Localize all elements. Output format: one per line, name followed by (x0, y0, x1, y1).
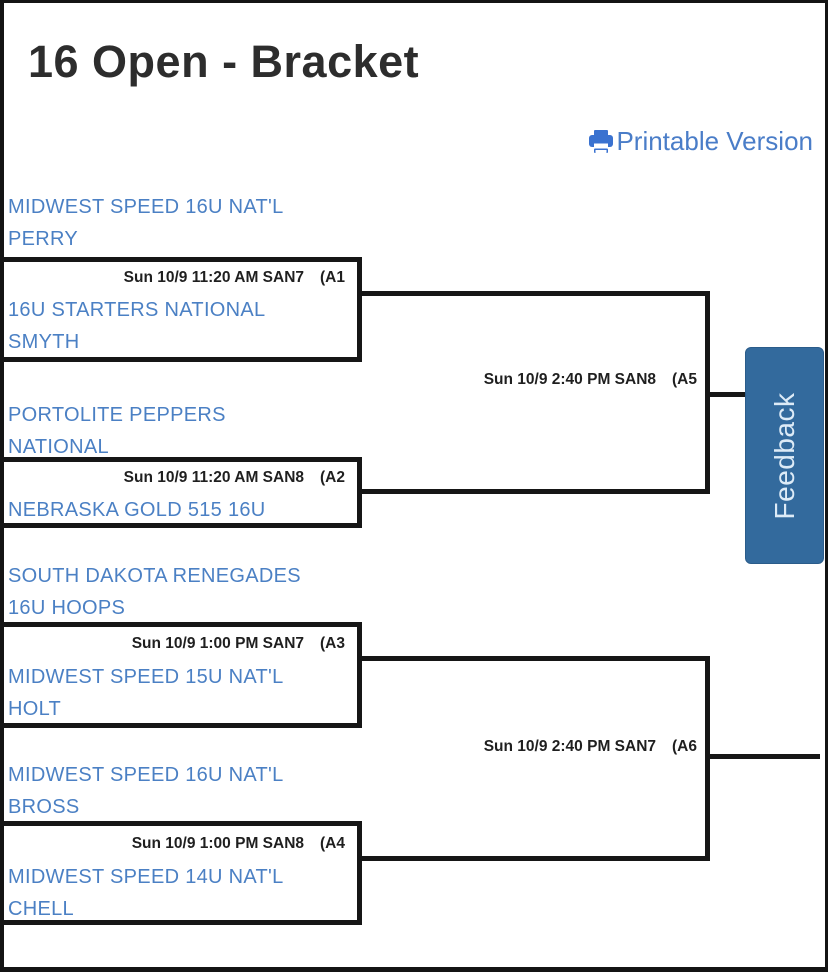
team-name-line: CHELL (8, 898, 74, 920)
printable-version-label: Printable Version (616, 126, 813, 156)
bracket-line-a3-bottom (0, 723, 362, 728)
bracket-line-a3-top (0, 622, 362, 627)
bracket-line-a4-bottom (0, 920, 362, 925)
team-name-line: PORTOLITE PEPPERS (8, 404, 226, 426)
bracket-line-a6-winner (705, 754, 820, 759)
match-time: Sun 10/9 2:40 PM SAN7 (483, 738, 657, 755)
match-code: (A5 (672, 371, 697, 388)
page-title: 16 Open - Bracket (28, 36, 420, 87)
bracket-line-a5-winner (705, 392, 760, 397)
feedback-button[interactable]: Feedback (745, 347, 824, 564)
team-link-midwest-speed-15u-holt[interactable]: MIDWEST SPEED 15U NAT'L HOLT (8, 661, 284, 725)
feedback-label: Feedback (768, 392, 800, 519)
team-link-portolite-peppers-national[interactable]: PORTOLITE PEPPERS NATIONAL (8, 399, 226, 463)
match-code: (A1 (320, 269, 345, 286)
team-name-line: NEBRASKA GOLD 515 16U (8, 499, 266, 521)
match-time: Sun 10/9 1:00 PM SAN8 (131, 835, 305, 852)
match-time: Sun 10/9 11:20 AM SAN7 (123, 269, 305, 286)
match-label-a5: Sun 10/9 2:40 PM SAN8 (A5 (0, 371, 697, 389)
match-code: (A3 (320, 635, 345, 652)
bracket-line-a2-bottom (0, 523, 362, 528)
team-link-midwest-speed-16u-perry[interactable]: MIDWEST SPEED 16U NAT'L PERRY (8, 191, 284, 255)
team-link-midwest-speed-16u-bross[interactable]: MIDWEST SPEED 16U NAT'L BROSS (8, 759, 284, 823)
team-name-line: BROSS (8, 796, 80, 818)
team-name-line: MIDWEST SPEED 15U NAT'L (8, 666, 284, 688)
team-link-nebraska-gold-515[interactable]: NEBRASKA GOLD 515 16U (8, 494, 266, 526)
bracket-line-a2-winner (357, 489, 710, 494)
team-name-line: PERRY (8, 228, 79, 250)
page-border-bottom (0, 967, 828, 972)
match-label-a3: Sun 10/9 1:00 PM SAN7 (A3 (0, 635, 345, 653)
team-link-16u-starters-smyth[interactable]: 16U STARTERS NATIONAL SMYTH (8, 294, 265, 358)
bracket-line-a4-right (357, 821, 362, 925)
team-link-south-dakota-renegades[interactable]: SOUTH DAKOTA RENEGADES 16U HOOPS (8, 560, 301, 624)
page-border-left (0, 0, 4, 972)
team-link-midwest-speed-14u-chell[interactable]: MIDWEST SPEED 14U NAT'L CHELL (8, 861, 284, 925)
bracket-line-a2-top (0, 457, 362, 462)
match-label-a2: Sun 10/9 11:20 AM SAN8 (A2 (0, 469, 345, 487)
match-code: (A4 (320, 835, 345, 852)
team-name-line: 16U STARTERS NATIONAL (8, 299, 266, 321)
team-name-line: HOLT (8, 698, 62, 720)
team-name-line: MIDWEST SPEED 16U NAT'L (8, 764, 284, 786)
match-label-a4: Sun 10/9 1:00 PM SAN8 (A4 (0, 835, 345, 853)
match-time: Sun 10/9 11:20 AM SAN8 (123, 469, 305, 486)
bracket-line-a4-top (0, 821, 362, 826)
bracket-line-a1-winner (357, 291, 710, 296)
bracket-line-a1-bottom (0, 357, 362, 362)
bracket-line-a4-winner (357, 856, 710, 861)
match-label-a6: Sun 10/9 2:40 PM SAN7 (A6 (0, 738, 697, 756)
team-name-line: NATIONAL (8, 436, 109, 458)
team-name-line: SOUTH DAKOTA RENEGADES (8, 565, 301, 587)
bracket-line-a3-right (357, 622, 362, 728)
match-time: Sun 10/9 1:00 PM SAN7 (131, 635, 305, 652)
match-time: Sun 10/9 2:40 PM SAN8 (483, 371, 657, 388)
team-name-line: MIDWEST SPEED 16U NAT'L (8, 196, 284, 218)
team-name-line: MIDWEST SPEED 14U NAT'L (8, 866, 284, 888)
bracket-line-a1-right (357, 257, 362, 362)
team-name-line: SMYTH (8, 331, 80, 353)
match-label-a1: Sun 10/9 11:20 AM SAN7 (A1 (0, 269, 345, 287)
team-name-line: 16U HOOPS (8, 597, 126, 619)
printer-icon (589, 129, 614, 153)
printable-version-link[interactable]: Printable Version (588, 126, 813, 157)
bracket-line-a3-winner (357, 656, 710, 661)
bracket-line-a1-top (0, 257, 362, 262)
match-code: (A6 (672, 738, 697, 755)
page-border-top (0, 0, 828, 3)
match-code: (A2 (320, 469, 345, 486)
page-border-right (825, 0, 828, 972)
